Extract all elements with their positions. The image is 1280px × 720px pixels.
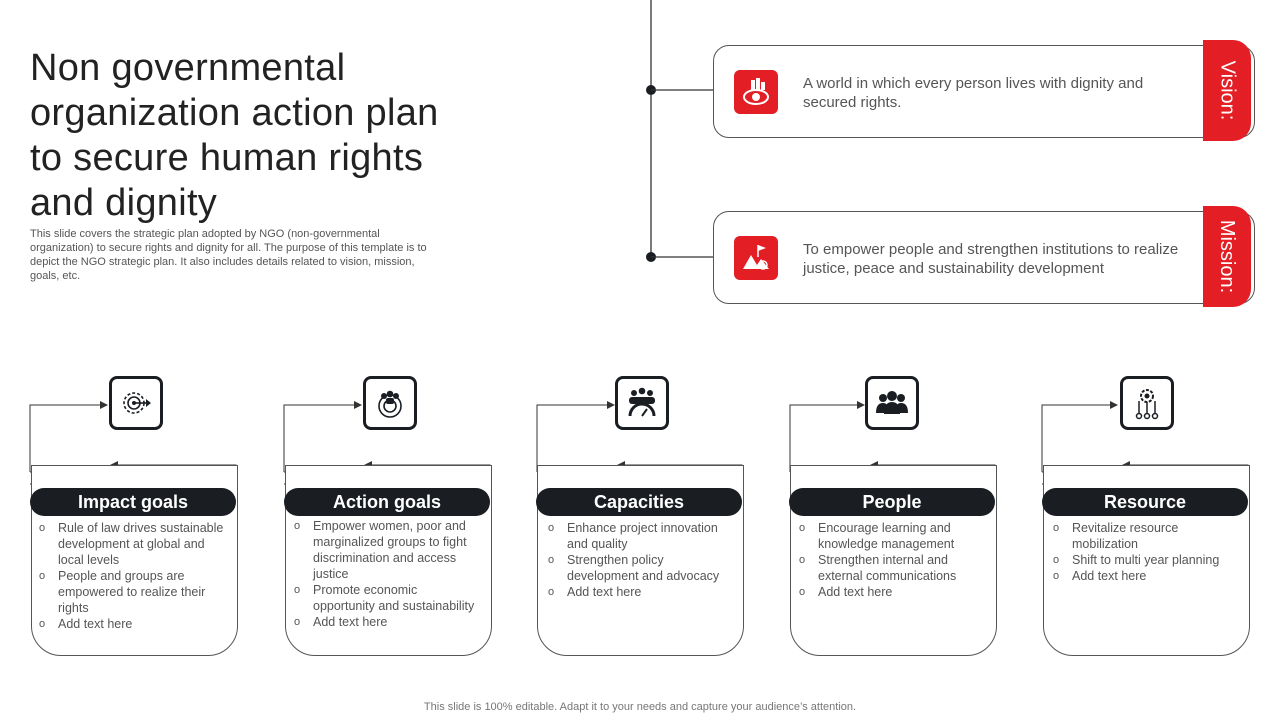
capacities-header: Capacities xyxy=(536,488,742,516)
mission-text: To empower people and strengthen institu… xyxy=(803,241,1179,277)
impact-goals-list: Rule of law drives sustainable developme… xyxy=(30,520,226,632)
action-goals-header: Action goals xyxy=(284,488,490,516)
action-goals-list: Empower women, poor and marginalized gro… xyxy=(285,518,481,630)
list-item: Add text here xyxy=(285,614,481,630)
team-gauge-icon xyxy=(615,376,669,430)
mission-label: Mission: xyxy=(1216,219,1239,294)
vision-label: Vision: xyxy=(1216,60,1239,121)
list-item: Revitalize resource mobilization xyxy=(1044,520,1240,552)
list-item: Add text here xyxy=(30,616,226,632)
vision-card: A world in which every person lives with… xyxy=(713,45,1255,138)
mission-tab: Mission: xyxy=(1203,206,1251,307)
list-item: Empower women, poor and marginalized gro… xyxy=(285,518,481,582)
mission-card: To empower people and strengthen institu… xyxy=(713,211,1255,304)
impact-goals-header: Impact goals xyxy=(30,488,236,516)
resource-header: Resource xyxy=(1042,488,1248,516)
people-header: People xyxy=(789,488,995,516)
list-item: People and groups are empowered to reali… xyxy=(30,568,226,616)
page-title: Non governmental organization action pla… xyxy=(30,47,439,224)
list-item: Rule of law drives sustainable developme… xyxy=(30,520,226,568)
resource-list: Revitalize resource mobilization Shift t… xyxy=(1044,520,1240,584)
mission-flag-icon xyxy=(734,236,778,280)
footer-note: This slide is 100% editable. Adapt it to… xyxy=(423,701,857,713)
list-item: Add text here xyxy=(790,584,986,600)
list-item: Shift to multi year planning xyxy=(1044,552,1240,568)
target-arrow-icon xyxy=(109,376,163,430)
list-item: Add text here xyxy=(1044,568,1240,584)
list-item: Strengthen policy development and advoca… xyxy=(539,552,735,584)
list-item: Encourage learning and knowledge managem… xyxy=(790,520,986,552)
list-item: Enhance project innovation and quality xyxy=(539,520,735,552)
list-item: Promote economic opportunity and sustain… xyxy=(285,582,481,614)
gear-network-icon xyxy=(1120,376,1174,430)
page-subtitle: This slide covers the strategic plan ado… xyxy=(30,228,427,282)
vision-tab: Vision: xyxy=(1203,40,1251,141)
list-item: Strengthen internal and external communi… xyxy=(790,552,986,584)
vision-target-icon xyxy=(734,70,778,114)
capacities-list: Enhance project innovation and quality S… xyxy=(539,520,735,600)
list-item: Add text here xyxy=(539,584,735,600)
people-group-icon xyxy=(865,376,919,430)
vision-text: A world in which every person lives with… xyxy=(803,75,1144,111)
team-target-icon xyxy=(363,376,417,430)
people-list: Encourage learning and knowledge managem… xyxy=(790,520,986,600)
